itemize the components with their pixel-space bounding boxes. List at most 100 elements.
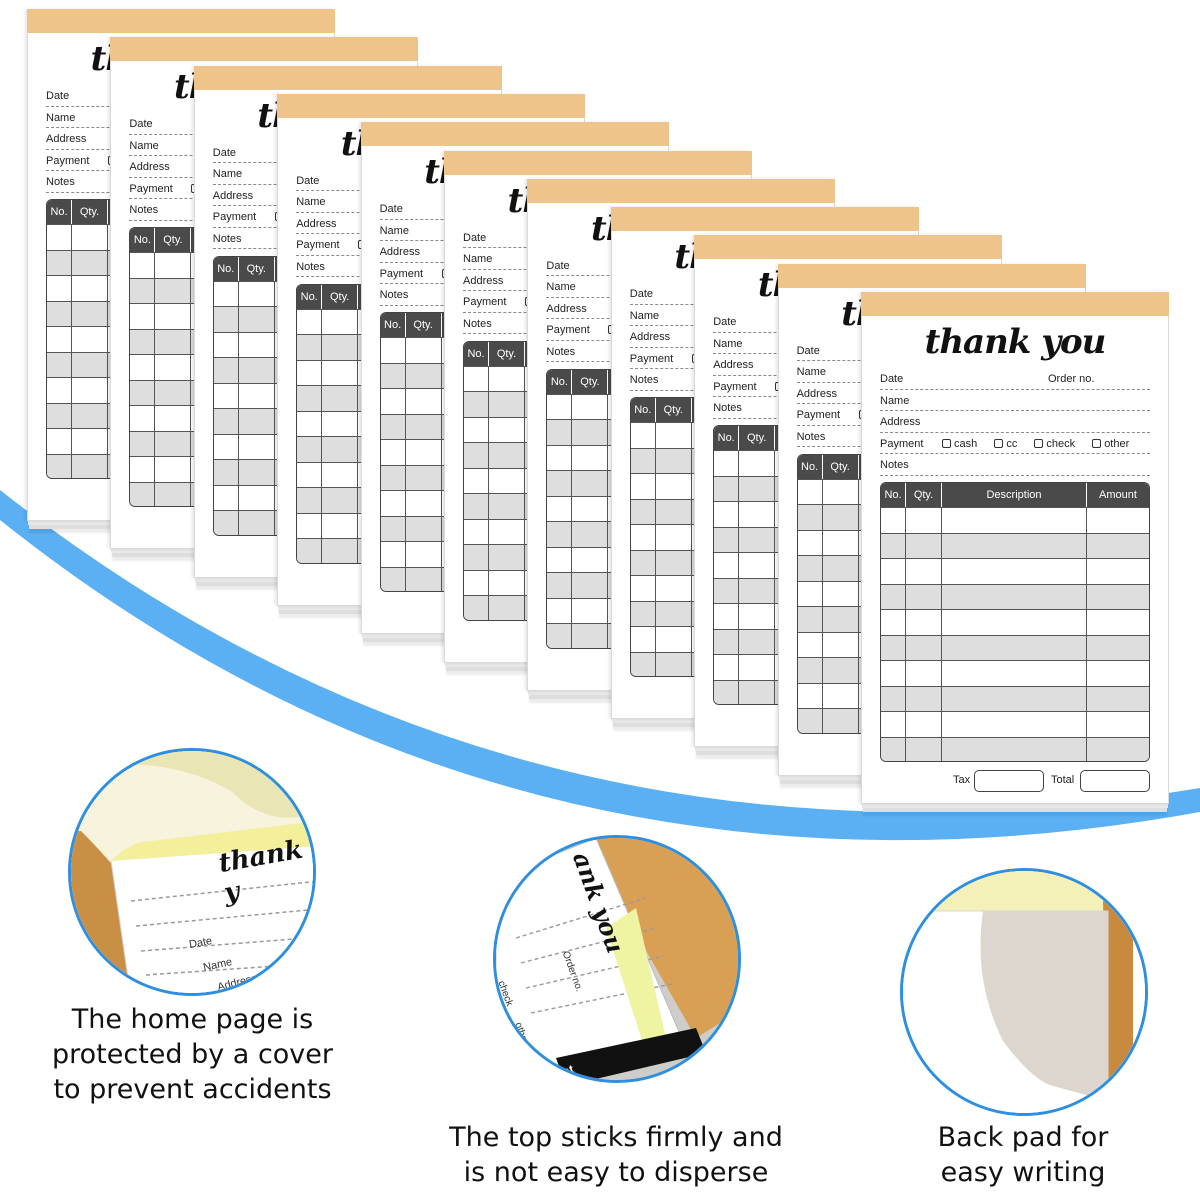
payment-options: cash cc check other bbox=[942, 438, 1143, 450]
table-cell bbox=[823, 530, 859, 556]
table-cell bbox=[572, 394, 609, 420]
column-header-no: No. bbox=[881, 483, 906, 507]
table-cell bbox=[881, 508, 906, 533]
table-cell bbox=[72, 352, 108, 377]
table-cell bbox=[130, 304, 156, 329]
column-header-description: Description bbox=[942, 483, 1087, 507]
table-cell bbox=[823, 607, 859, 632]
table-cell bbox=[406, 363, 442, 389]
table-cell bbox=[881, 686, 906, 711]
table-cell bbox=[381, 440, 406, 465]
address-label: Address bbox=[796, 387, 837, 400]
glue-binding-strip bbox=[360, 122, 669, 147]
caption-line: easy writing bbox=[940, 1157, 1106, 1188]
date-label: Date bbox=[212, 146, 237, 159]
payment-option-check: check bbox=[1034, 438, 1075, 450]
table-cell bbox=[47, 301, 72, 326]
table-cell bbox=[489, 494, 525, 519]
table-cell bbox=[489, 417, 525, 442]
option-label: other bbox=[1104, 437, 1130, 450]
table-cell bbox=[381, 542, 406, 567]
table-cell bbox=[464, 443, 489, 468]
table-cell bbox=[130, 329, 156, 355]
table-cell bbox=[47, 403, 72, 428]
table-cell bbox=[631, 627, 656, 652]
column-header-no: No. bbox=[297, 284, 323, 309]
table-cell bbox=[798, 530, 823, 556]
cover-closeup-circle: thank y Date Name Address bbox=[68, 748, 316, 996]
table-cell bbox=[881, 737, 906, 761]
table-cell bbox=[631, 448, 656, 474]
glue-binding-strip bbox=[277, 93, 586, 118]
table-cell bbox=[72, 403, 108, 428]
table-cell bbox=[631, 576, 656, 601]
table-cell bbox=[214, 485, 239, 511]
order-no-label: Order no. bbox=[1048, 373, 1095, 385]
notes-label: Notes bbox=[880, 459, 909, 471]
column-header-no: No. bbox=[547, 369, 573, 394]
payment-label: Payment bbox=[546, 324, 590, 337]
table-cell bbox=[239, 485, 275, 511]
name-label: Name bbox=[713, 337, 743, 350]
table-cell bbox=[881, 712, 906, 737]
table-cell bbox=[798, 683, 823, 709]
table-cell bbox=[739, 680, 776, 705]
caption-line: is not easy to disperse bbox=[463, 1157, 769, 1188]
name-label: Name bbox=[796, 366, 826, 379]
table-cell bbox=[547, 598, 573, 624]
table-cell bbox=[214, 307, 239, 332]
table-cell bbox=[572, 445, 609, 471]
table-row bbox=[881, 583, 1149, 610]
table-cell bbox=[547, 420, 573, 445]
table-cell bbox=[464, 366, 489, 391]
back-pad-closeup-circle bbox=[900, 868, 1148, 1116]
date-field: Date Order no. bbox=[880, 368, 1150, 390]
table-cell bbox=[489, 366, 525, 391]
table-cell bbox=[239, 511, 275, 535]
table-cell bbox=[297, 488, 323, 513]
table-cell bbox=[297, 360, 323, 386]
table-cell bbox=[72, 378, 108, 403]
table-cell bbox=[406, 516, 442, 542]
table-cell bbox=[130, 380, 156, 406]
column-header-qty: Qty. bbox=[656, 398, 692, 423]
table-cell bbox=[72, 429, 108, 454]
table-cell bbox=[464, 494, 489, 519]
notes-label: Notes bbox=[629, 374, 659, 387]
table-cell bbox=[823, 556, 859, 581]
name-label: Name bbox=[546, 281, 576, 294]
column-header-qty: Qty. bbox=[239, 256, 275, 281]
name-label: Name bbox=[46, 111, 76, 124]
table-cell bbox=[297, 437, 323, 462]
payment-label: Payment bbox=[713, 380, 757, 393]
payment-label: Payment bbox=[129, 182, 173, 195]
table-cell bbox=[572, 522, 609, 547]
table-cell bbox=[381, 465, 406, 491]
glue-binding-strip bbox=[610, 207, 919, 232]
date-label: Date bbox=[546, 259, 570, 272]
table-cell bbox=[464, 570, 489, 595]
date-label: Date bbox=[129, 118, 153, 131]
table-cell bbox=[47, 250, 72, 275]
table-cell bbox=[464, 468, 489, 493]
table-cell bbox=[881, 661, 906, 686]
table-cell bbox=[1087, 585, 1149, 610]
table-cell bbox=[656, 448, 692, 474]
table-cell bbox=[823, 505, 859, 530]
table-row bbox=[881, 736, 1149, 761]
table-cell bbox=[823, 632, 859, 658]
checkbox-icon bbox=[1092, 438, 1102, 448]
table-cell bbox=[239, 460, 275, 485]
table-cell bbox=[214, 281, 239, 307]
payment-label: Payment bbox=[463, 296, 507, 308]
receipt-fields: Date Order no. Name Address Payment cash… bbox=[880, 368, 1150, 476]
table-cell bbox=[214, 358, 239, 383]
table-cell bbox=[823, 709, 859, 733]
column-header-qty: Qty. bbox=[572, 369, 609, 394]
table-cell bbox=[464, 392, 489, 417]
table-cell bbox=[489, 392, 525, 417]
table-cell bbox=[322, 386, 359, 411]
table-cell bbox=[381, 338, 406, 363]
table-cell bbox=[631, 601, 656, 627]
table-cell bbox=[798, 709, 823, 733]
